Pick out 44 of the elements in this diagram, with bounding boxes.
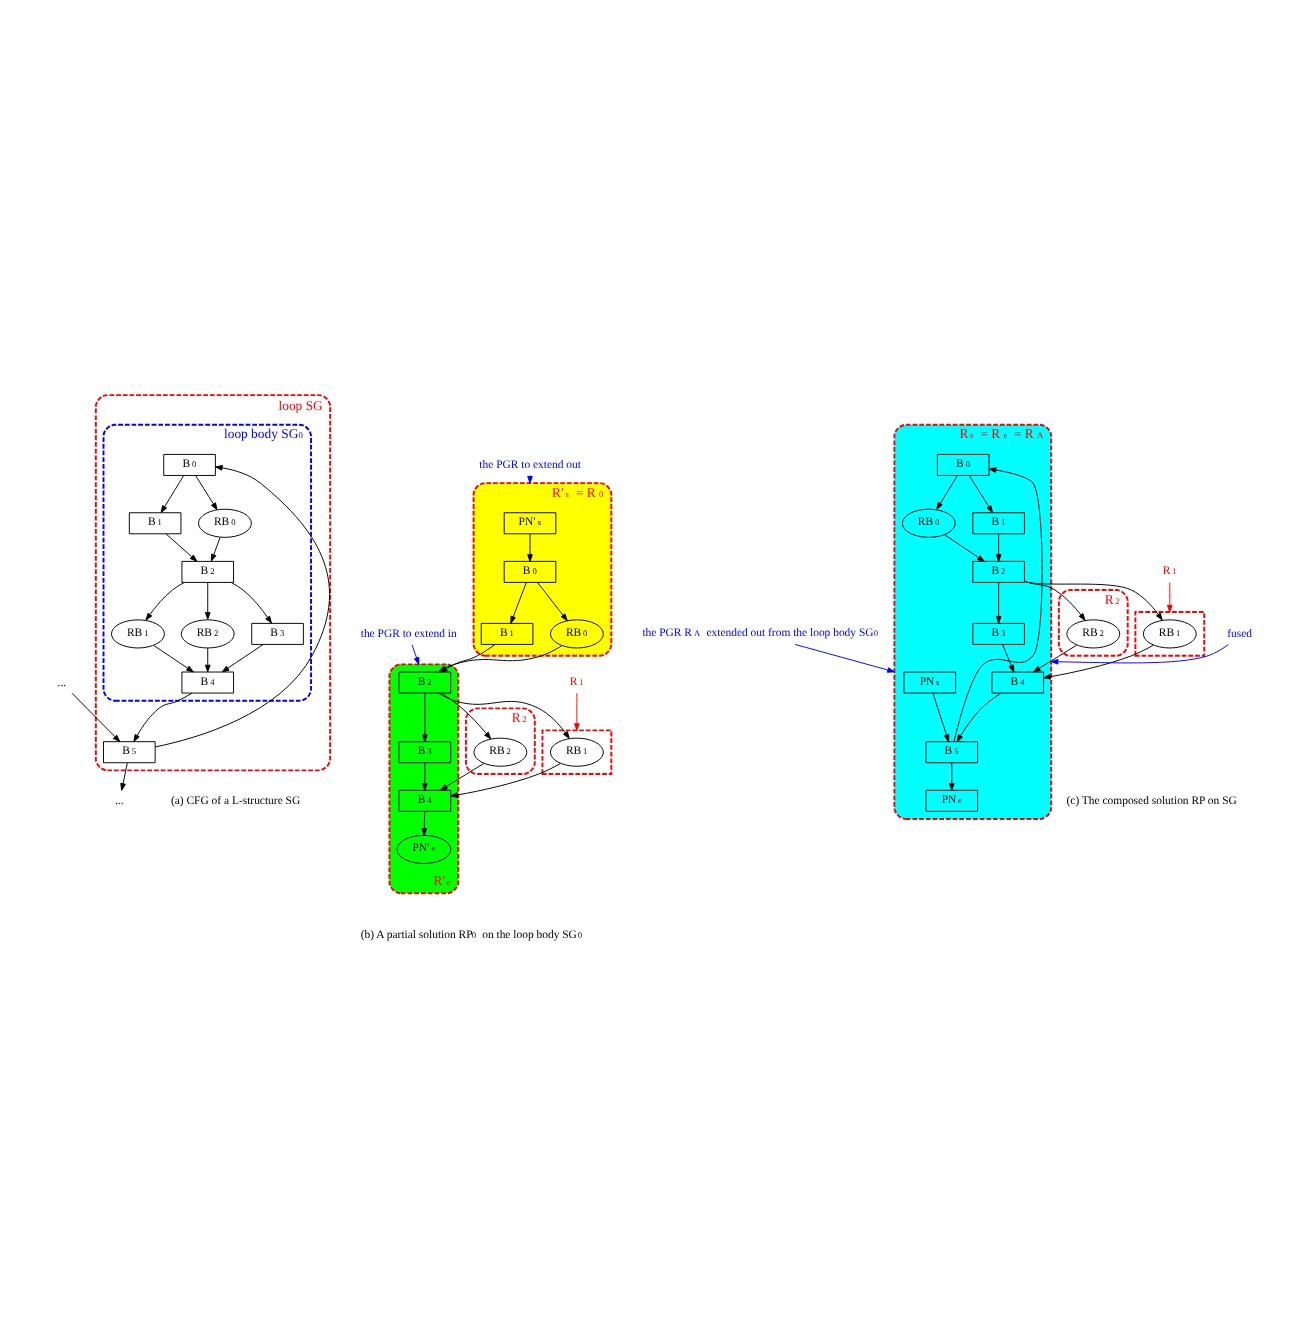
arrow [1024,581,1163,621]
arrow [527,474,533,484]
arrow [154,465,330,748]
arrow [422,692,428,743]
arrow [1043,644,1154,680]
arrow [794,643,895,673]
arrow [204,647,211,673]
arrow [932,692,950,743]
arrow [165,533,198,562]
arrow [204,582,211,620]
arrow [153,645,194,673]
arrow [1002,644,1015,673]
arrow [195,474,218,511]
arrow [1032,644,1077,673]
arrow [944,534,985,562]
arrow [411,644,420,665]
arrow [995,582,1002,624]
arrow [120,762,128,791]
arrow [160,474,185,513]
arrow [438,692,570,739]
arrow [71,692,121,743]
arrow [145,582,185,621]
arrow [210,536,221,562]
arrow [527,533,533,562]
arrow [1050,644,1229,665]
arrow [948,762,955,791]
arrow [221,644,264,673]
arrow [133,692,193,742]
arrow [936,474,958,510]
arrow [956,692,1002,743]
arrow [510,582,527,624]
arrow [450,763,561,798]
arrow [537,582,568,622]
arrow [421,811,428,836]
arrow [968,474,993,513]
arrow [440,763,485,791]
arrow [574,692,580,731]
arrow [440,692,492,740]
arrow [1167,582,1173,613]
arrow [1024,580,1086,621]
arrow [422,762,428,791]
arrow [953,467,1043,742]
arrow [231,582,272,624]
arrow [995,533,1002,562]
